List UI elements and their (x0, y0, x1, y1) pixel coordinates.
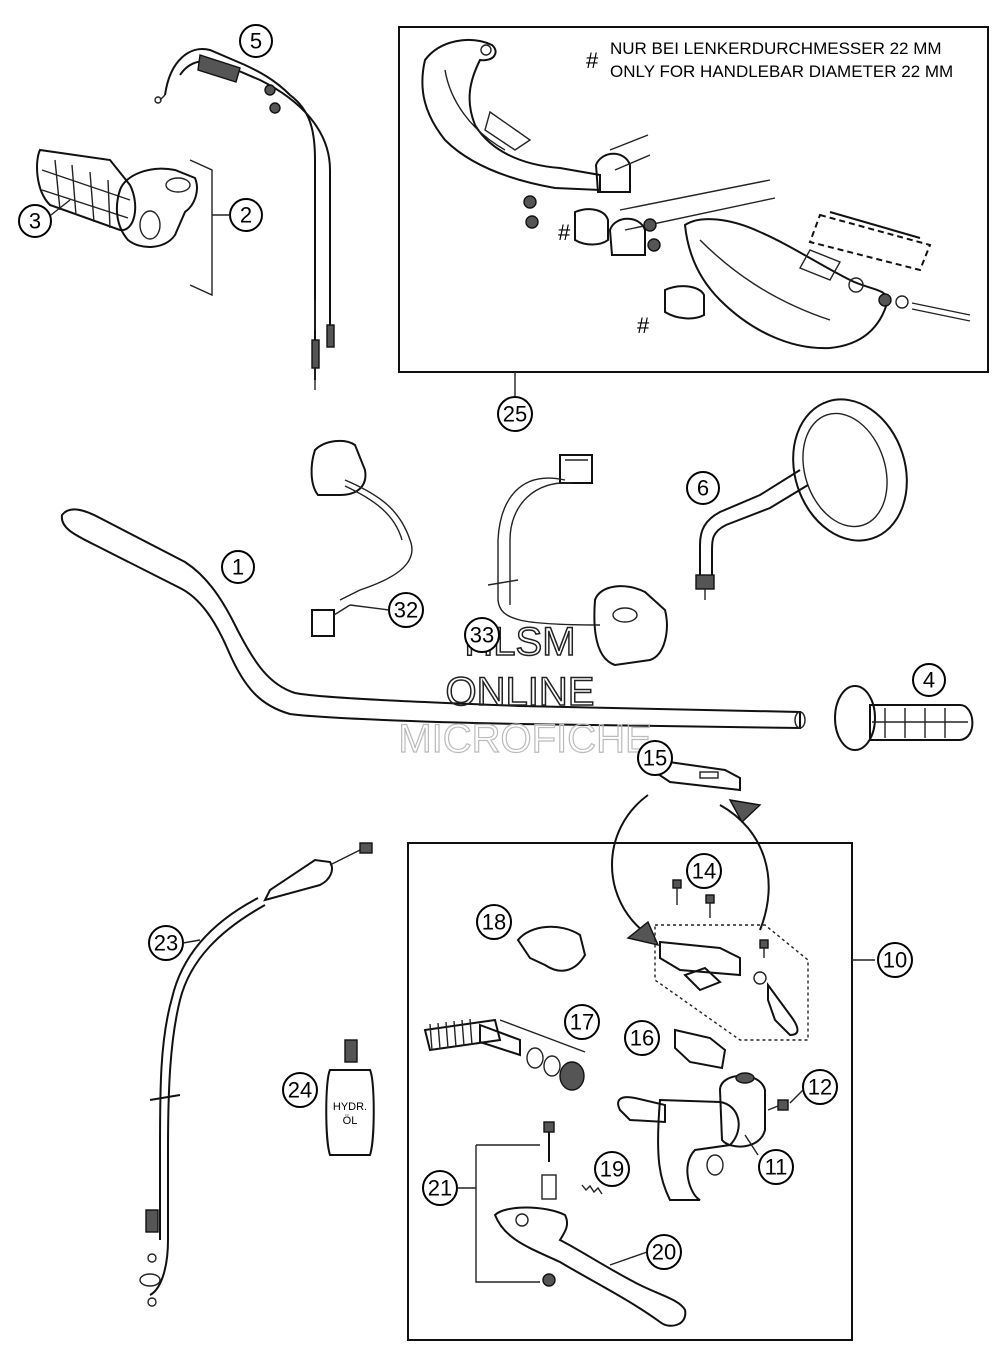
switch-32 (310, 439, 413, 637)
svg-text:24: 24 (288, 1078, 312, 1103)
hash-mark-1: # (558, 220, 571, 245)
callout-14: 14 (686, 853, 722, 889)
svg-text:20: 20 (652, 1240, 676, 1265)
oil-bottle: HYDR. ÖL (325, 1039, 375, 1156)
left-grip (834, 685, 974, 751)
svg-text:25: 25 (503, 402, 527, 427)
svg-text:21: 21 (428, 1176, 452, 1201)
piston-spring (423, 1018, 586, 1091)
watermark: HLSM ONLINE MICROFICHE (398, 619, 653, 761)
svg-text:1: 1 (232, 555, 244, 580)
svg-text:12: 12 (808, 1075, 832, 1100)
svg-text:14: 14 (692, 859, 716, 884)
svg-text:4: 4 (923, 668, 935, 693)
callout-18: 18 (476, 904, 512, 940)
note-line-en: ONLY FOR HANDLEBAR DIAMETER 22 MM (610, 62, 953, 81)
callout-23: 23 (148, 925, 184, 961)
handguard-clamp-right (608, 179, 932, 320)
svg-text:6: 6 (697, 476, 709, 501)
master-cylinder-box (407, 842, 853, 1341)
mirror (695, 398, 908, 600)
callout-6: 6 (686, 471, 720, 505)
handguard-right (683, 218, 971, 350)
callout-24: 24 (282, 1072, 318, 1108)
handlebar (60, 508, 801, 730)
callout-1: 1 (221, 550, 255, 584)
switch-33 (487, 454, 668, 667)
svg-text:19: 19 (600, 1157, 624, 1182)
svg-text:18: 18 (482, 910, 506, 935)
callout-12: 12 (802, 1069, 838, 1105)
callout-5: 5 (239, 24, 273, 58)
svg-text:32: 32 (394, 598, 418, 623)
spring-19 (581, 1184, 603, 1195)
note-symbol: # (586, 48, 599, 73)
watermark-line-2: ONLINE (446, 670, 595, 714)
pivot-hardware (475, 1121, 557, 1287)
oil-bottle-label-1: HYDR. (333, 1101, 367, 1113)
svg-text:23: 23 (154, 931, 178, 956)
callout-19: 19 (594, 1151, 630, 1187)
repair-kit-group (654, 924, 809, 1041)
throttle-cables (154, 48, 335, 390)
svg-text:33: 33 (470, 623, 494, 648)
callout-32: 32 (388, 592, 424, 628)
svg-text:11: 11 (765, 1155, 788, 1180)
handguard-kit-box (398, 26, 989, 373)
rotation-arrows (611, 794, 770, 946)
svg-text:5: 5 (250, 29, 262, 54)
callout-4: 4 (912, 663, 946, 697)
svg-text:10: 10 (883, 948, 907, 973)
cover-16 (674, 1028, 727, 1070)
svg-text:15: 15 (643, 746, 667, 771)
watermark-line-3: MICROFICHE (398, 717, 651, 761)
svg-text:3: 3 (29, 209, 41, 234)
handguard-clamp-left (523, 134, 651, 246)
svg-text:16: 16 (630, 1026, 654, 1051)
svg-text:2: 2 (240, 203, 252, 228)
callout-15: 15 (637, 740, 673, 776)
boot-18 (516, 925, 587, 972)
oil-bottle-label-2: ÖL (343, 1115, 358, 1127)
callout-33: 33 (464, 617, 500, 653)
brake-lever (493, 1206, 687, 1327)
leader-lines (50, 199, 804, 1266)
cover-screws (672, 879, 715, 918)
callout-17: 17 (564, 1004, 600, 1040)
master-cylinder-body (617, 1072, 766, 1201)
callout-3: 3 (18, 204, 52, 238)
callout-25: 25 (497, 396, 533, 432)
brake-hose (139, 842, 373, 1307)
callout-16: 16 (624, 1020, 660, 1056)
callout-21: 21 (422, 1170, 458, 1206)
bolt-12 (767, 1099, 789, 1111)
hash-mark-2: # (637, 313, 650, 338)
throttle-grip-assembly (36, 148, 213, 297)
svg-text:17: 17 (570, 1010, 594, 1035)
callout-20: 20 (646, 1234, 682, 1270)
note-line-de: NUR BEI LENKERDURCHMESSER 22 MM (610, 39, 942, 58)
handguard-left (421, 39, 601, 192)
callout-11: 11 (758, 1149, 794, 1185)
callout-10: 10 (877, 942, 913, 978)
callout-2: 2 (229, 198, 263, 232)
